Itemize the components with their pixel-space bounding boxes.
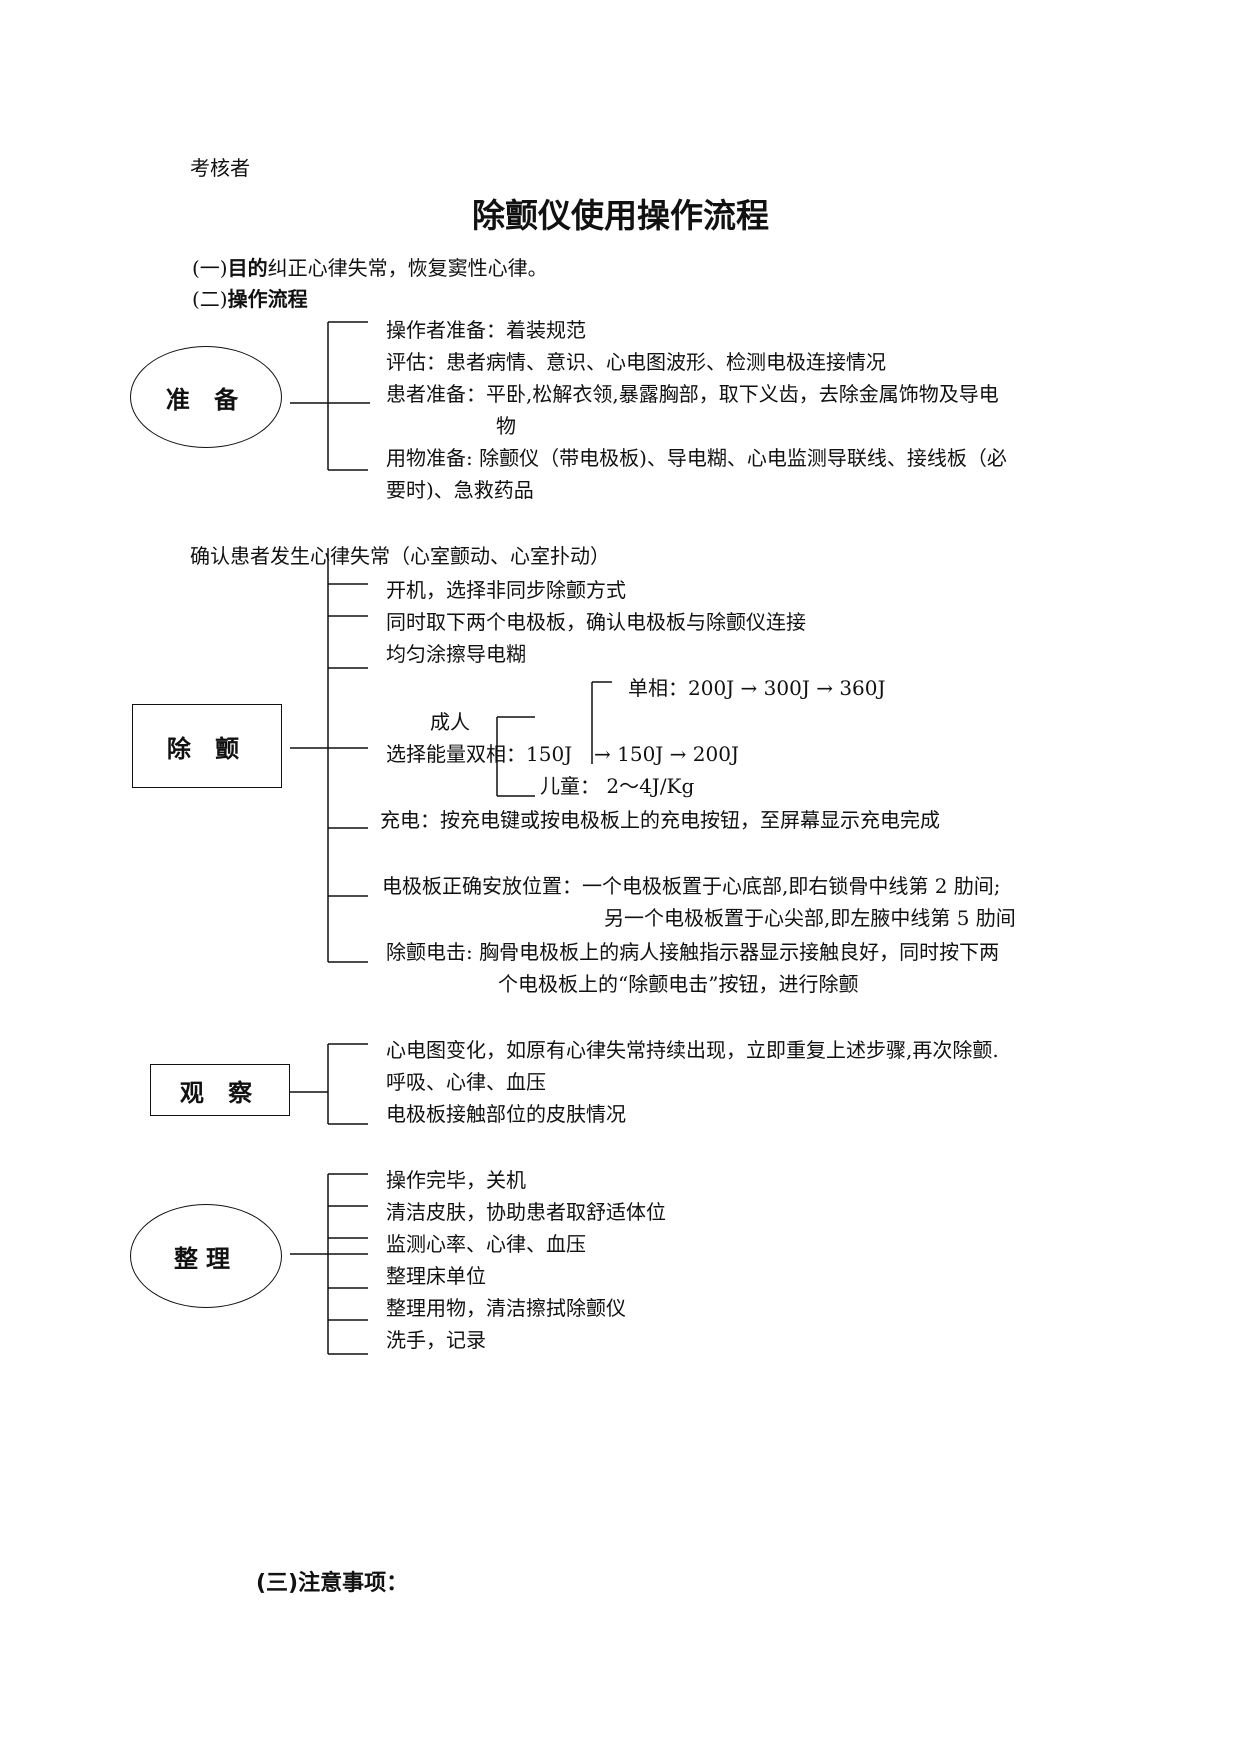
defib-shock: 除颤电击: 胸骨电极板上的病人接触指示器显示接触良好，同时按下两 bbox=[386, 940, 1000, 964]
prep-item: 用物准备: 除颤仪（带电极板)、导电糊、心电监测导联线、接线板（必 bbox=[386, 446, 1007, 470]
tidy-item: 整理用物，清洁擦拭除颤仪 bbox=[386, 1296, 626, 1320]
defib-item: 均匀涂擦导电糊 bbox=[386, 642, 526, 666]
process-prefix: (二) bbox=[192, 287, 228, 311]
purpose-line: (一)目的纠正心律失常，恢复窦性心律。 bbox=[192, 256, 548, 280]
node-defib: 除 颤 bbox=[132, 704, 282, 788]
prep-item: 患者准备：平卧,松解衣领,暴露胸部，取下义齿，去除金属饰物及导电 bbox=[386, 382, 999, 406]
process-heading: (二)操作流程 bbox=[192, 287, 308, 311]
tidy-item: 整理床单位 bbox=[386, 1264, 486, 1288]
process-label: 操作流程 bbox=[227, 287, 308, 311]
energy-adult: 成人 bbox=[430, 710, 470, 734]
tidy-item: 操作完毕，关机 bbox=[386, 1168, 526, 1192]
page-title: 除颤仪使用操作流程 bbox=[472, 196, 769, 235]
tidy-item: 监测心率、心律、血压 bbox=[386, 1232, 586, 1256]
defib-shock-cont: 个电极板上的“除颤电击”按钮，进行除颤 bbox=[498, 972, 859, 996]
prep-item: 评估：患者病情、意识、心电图波形、检测电极连接情况 bbox=[386, 350, 886, 374]
defib-placement: 电极板正确安放位置：一个电极板置于心底部,即右锁骨中线第 2 肋间; bbox=[382, 874, 1001, 898]
node-tidy: 整理 bbox=[130, 1204, 282, 1308]
examiner-label: 考核者 bbox=[190, 156, 250, 180]
purpose-label: 目的 bbox=[227, 256, 268, 280]
energy-biphasic: → 150J → 200J bbox=[594, 742, 739, 766]
observe-item: 心电图变化，如原有心律失常持续出现，立即重复上述步骤,再次除颤. bbox=[386, 1038, 999, 1062]
energy-label: 选择能量双相：150J bbox=[386, 742, 573, 766]
defib-item: 开机，选择非同步除颤方式 bbox=[386, 578, 626, 602]
defib-charge: 充电：按充电键或按电极板上的充电按钮，至屏幕显示充电完成 bbox=[380, 808, 940, 832]
defib-item: 同时取下两个电极板，确认电极板与除颤仪连接 bbox=[386, 610, 806, 634]
confirm-arrhythmia: 确认患者发生心律失常（心室颤动、心室扑动） bbox=[190, 544, 610, 568]
node-prep: 准 备 bbox=[130, 346, 282, 448]
node-observe: 观 察 bbox=[150, 1064, 290, 1116]
tidy-item: 洗手，记录 bbox=[386, 1328, 486, 1352]
prep-item: 物 bbox=[496, 414, 516, 438]
defib-placement-cont: 另一个电极板置于心尖部,即左腋中线第 5 肋间 bbox=[604, 906, 1016, 930]
observe-item: 呼吸、心律、血压 bbox=[386, 1070, 546, 1094]
notes-heading: (三)注意事项： bbox=[256, 1571, 409, 1596]
energy-monophasic: 单相：200J → 300J → 360J bbox=[628, 676, 886, 700]
observe-item: 电极板接触部位的皮肤情况 bbox=[386, 1102, 626, 1126]
prep-item: 操作者准备：着装规范 bbox=[386, 318, 586, 342]
prep-item: 要时)、急救药品 bbox=[386, 478, 534, 502]
tidy-item: 清洁皮肤，协助患者取舒适体位 bbox=[386, 1200, 666, 1224]
purpose-prefix: (一) bbox=[192, 256, 228, 280]
energy-child: 儿童： 2～4J/Kg bbox=[540, 774, 695, 798]
purpose-text: 纠正心律失常，恢复窦性心律。 bbox=[267, 256, 548, 280]
